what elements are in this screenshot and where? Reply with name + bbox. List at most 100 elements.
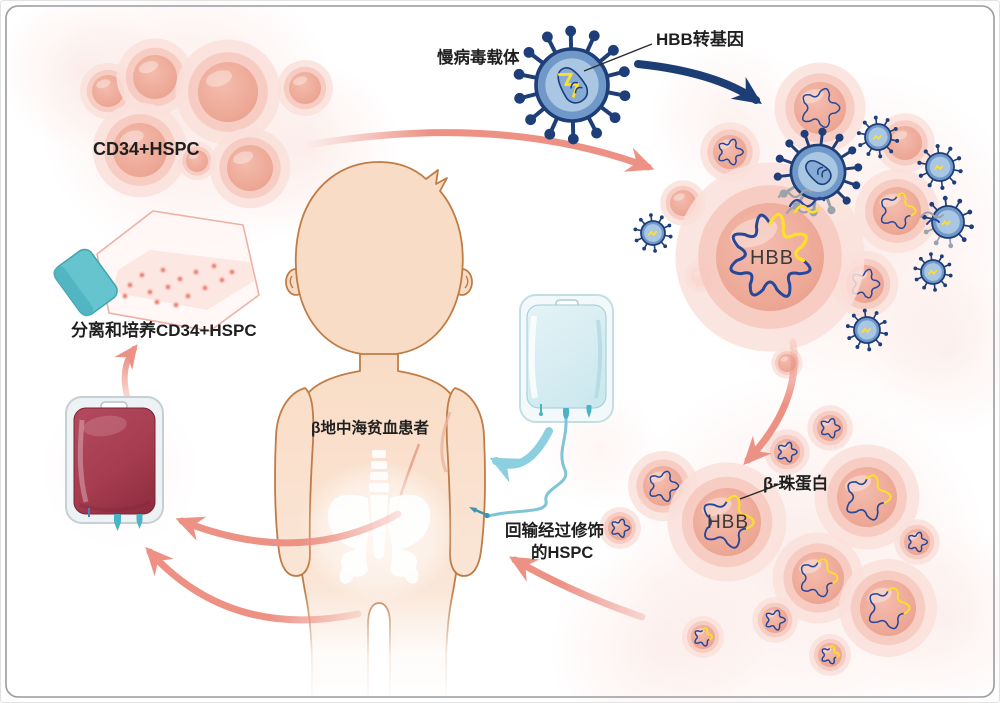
- beta-globin-label: β-珠蛋白: [763, 473, 828, 493]
- virus-spike-tip: [827, 206, 836, 215]
- transduced-cell: [774, 62, 866, 154]
- virus-icon: [856, 115, 900, 159]
- virus-spike-tip: [889, 149, 894, 154]
- transduced-cell: [764, 429, 810, 475]
- arrow-hspc-to-transduction: [304, 129, 655, 172]
- virus-spike-tip: [866, 152, 871, 156]
- cell-body: [133, 55, 177, 99]
- cell-highlight: [730, 217, 778, 248]
- red-bag-gloss: [83, 415, 127, 437]
- transduced-cell: [894, 519, 940, 565]
- inner-frame-line: [5, 5, 995, 698]
- virus-spike-tip: [775, 154, 784, 163]
- flask-cap: [53, 248, 118, 317]
- cell-highlight: [205, 70, 233, 87]
- virus-spike-tip: [642, 246, 647, 251]
- virus-spike-tip: [842, 196, 851, 205]
- virus-spike-tip: [607, 44, 619, 56]
- hbb-plasmid-ring: [820, 417, 841, 439]
- virus-spike-tip: [929, 201, 935, 207]
- virus-spike-tip: [957, 198, 963, 204]
- virus-spike-tip: [873, 115, 878, 120]
- hbb-transgene-segment: [865, 474, 892, 504]
- virus-inner: [857, 320, 877, 340]
- patient-figure: [274, 161, 486, 703]
- cell-dot: [140, 273, 144, 277]
- transduced-cell: [628, 451, 698, 521]
- cell-body: [92, 75, 124, 107]
- virus-spike-tip: [948, 243, 954, 249]
- lentivirus-icon: [513, 25, 631, 145]
- virus-spike-tip: [567, 133, 579, 145]
- transgene-mark: [934, 164, 944, 171]
- cell-highlight: [120, 130, 144, 146]
- virus-spike-tip: [918, 173, 923, 178]
- hspc-cell: [92, 102, 188, 198]
- blood-collection-bag: [65, 396, 164, 531]
- transgene-mark: [941, 220, 951, 226]
- virus-spike-tip: [940, 185, 945, 190]
- glow-blob: [550, 540, 770, 703]
- hbb-transgene-segment: [702, 627, 713, 641]
- red-bag-shadow: [79, 501, 151, 513]
- virus-spike-tip: [922, 285, 927, 290]
- cell-dot: [174, 303, 178, 307]
- virus-spike-tip: [591, 127, 603, 139]
- transduced-cell: [599, 507, 641, 549]
- hbb-plasmid-ring: [611, 518, 631, 538]
- transgene-mark: [872, 134, 882, 141]
- cell-dot: [123, 294, 127, 298]
- transduced-cell: [752, 597, 798, 643]
- cell-highlight: [188, 153, 199, 160]
- blue-bag-ports: [539, 404, 592, 422]
- virus-spike-tip: [565, 25, 577, 37]
- transduction-cell-cluster: [660, 62, 939, 379]
- virus-spike-tip: [948, 146, 953, 151]
- cell-dot: [166, 285, 170, 289]
- cell-highlight: [293, 76, 308, 86]
- transgene-mark: [647, 230, 658, 237]
- virus-icon: [845, 308, 889, 352]
- virus-spike-tip: [947, 262, 952, 267]
- arrow-vector-to-cells: [634, 60, 762, 105]
- cell-dot: [128, 283, 132, 287]
- blue-bag-shadow: [594, 319, 603, 399]
- cell-dot: [203, 286, 207, 290]
- hbb-plasmid-ring: [718, 138, 744, 166]
- cell-highlight: [780, 356, 789, 362]
- cell-dot: [155, 300, 159, 304]
- transgene-mark: [861, 327, 871, 334]
- red-bag-highlight: [77, 419, 89, 503]
- cell-body: [113, 123, 167, 177]
- virus-icon: [913, 252, 953, 292]
- cell-highlight: [673, 193, 685, 201]
- virus-spike-tip: [885, 118, 890, 122]
- cell-highlight: [233, 151, 254, 164]
- text-labels: 慢病毒载体 HBB转基因 CD34+HSPC 分离和培养CD34+HSPC β地…: [71, 29, 828, 562]
- hbb-plasmid-ring: [765, 609, 786, 631]
- virus-spike-tip: [862, 120, 867, 125]
- cell-highlight: [138, 61, 158, 74]
- cell-dot: [148, 290, 152, 294]
- hbb-plasmid-ring: [777, 441, 798, 463]
- modified-cell-cluster: [599, 405, 940, 676]
- virus-spike-tip: [862, 308, 867, 313]
- virus-spike-tip: [667, 223, 672, 228]
- left-ear-line: [289, 275, 294, 289]
- transduced-cell: [839, 559, 937, 657]
- virus-spike-tip: [653, 248, 657, 253]
- virus-spike-tip: [773, 172, 782, 181]
- virus-spike-tip: [948, 273, 953, 278]
- virus-spike-tip: [649, 213, 653, 218]
- culture-flask: [53, 210, 260, 332]
- transduced-cell: [814, 444, 920, 550]
- virus-spike-tip: [845, 324, 850, 329]
- virus-spike-tip: [852, 181, 861, 190]
- leg-fade-overlay: [282, 588, 478, 703]
- virus-spike-tip: [668, 234, 673, 239]
- virus-spike-tip: [969, 224, 974, 230]
- cell-dot: [178, 277, 182, 281]
- virus-inner: [868, 127, 888, 147]
